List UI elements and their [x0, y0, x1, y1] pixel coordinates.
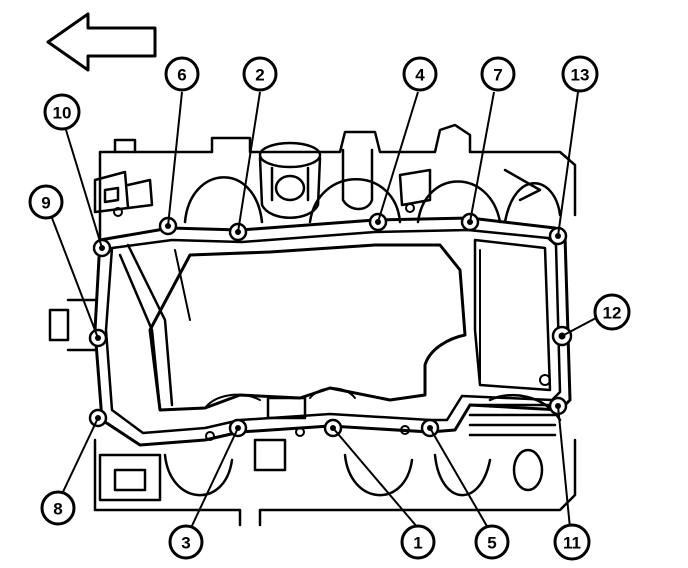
callout-5: 5 [474, 524, 510, 560]
callout-13: 13 [561, 55, 599, 93]
callout-2: 2 [242, 56, 278, 92]
callout-4: 4 [402, 56, 438, 92]
callout-label: 2 [255, 66, 264, 85]
callout-label: 4 [415, 66, 425, 85]
callout-10: 10 [43, 93, 81, 131]
leader-lines [51, 91, 597, 531]
callout-8: 8 [40, 490, 76, 526]
callout-label: 3 [181, 534, 190, 553]
callout-label: 5 [487, 534, 496, 553]
callout-6: 6 [164, 56, 200, 92]
callout-3: 3 [168, 524, 204, 560]
engine-block-background [48, 123, 577, 527]
front-arrow-icon [46, 12, 157, 72]
callout-label: 6 [177, 66, 186, 85]
callout-label: 10 [53, 104, 72, 123]
callout-label: 9 [41, 194, 50, 213]
callout-7: 7 [480, 56, 516, 92]
callout-label: 11 [563, 534, 581, 553]
callout-label: 12 [603, 304, 622, 323]
callout-12: 12 [593, 293, 631, 331]
callout-9: 9 [28, 184, 64, 220]
callout-label: 7 [493, 66, 502, 85]
oil-pan-flange [93, 203, 572, 447]
callout-label: 8 [53, 500, 62, 519]
callout-11: 11 [553, 523, 591, 561]
callout-1: 1 [400, 524, 436, 560]
callout-label: 13 [571, 66, 590, 85]
callout-label: 1 [413, 534, 422, 553]
